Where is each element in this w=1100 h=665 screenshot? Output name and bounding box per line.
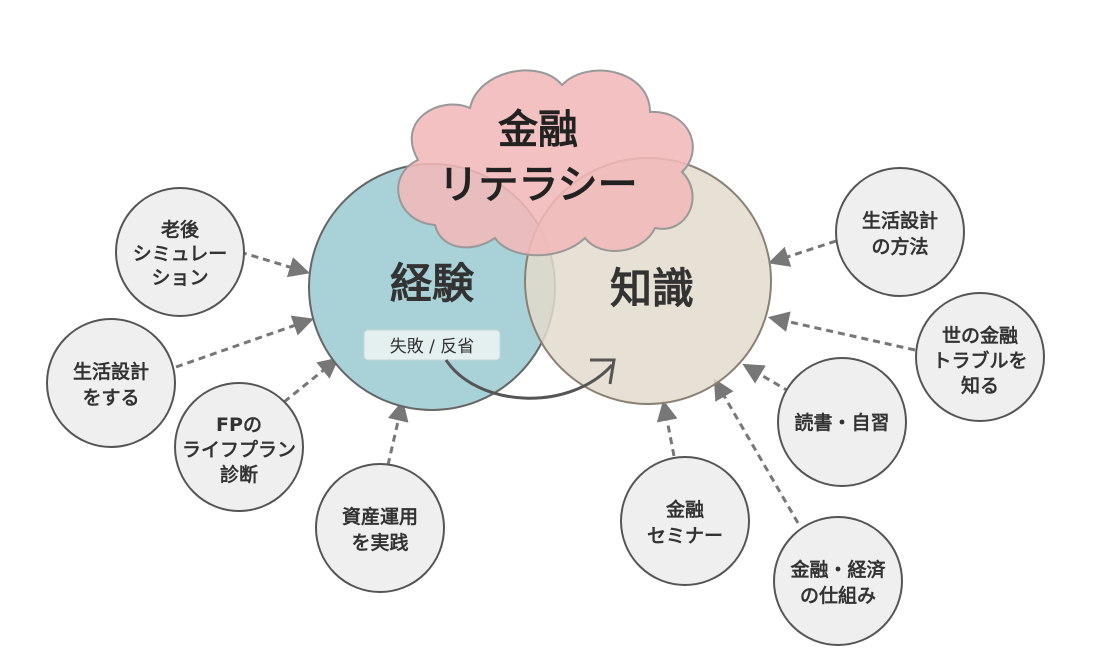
arrow-shisan-unyou — [386, 399, 409, 466]
node-trouble-line2: トラブルを — [932, 349, 1027, 372]
arrow-dokusho — [742, 363, 791, 394]
node-shikumi-line1: 金融・経済 — [789, 558, 886, 581]
literacy-cloud — [397, 69, 694, 257]
cycle-arrow — [444, 359, 614, 400]
node-shisan-unyou-line1: 資産運用 — [342, 505, 418, 528]
cycle-tag-box — [363, 329, 501, 361]
node-seikatsu-sekkei-suru-circle — [46, 318, 176, 448]
arrow-rougo — [239, 250, 311, 278]
node-rougo-line1: 老後 — [161, 218, 200, 241]
experience-label: 経験 — [390, 259, 475, 308]
cloud-title-line2: リテラシー — [438, 162, 637, 208]
node-shikumi: 金融・経済 の仕組み — [773, 516, 903, 646]
node-seikatsu-houhou: 生活設計 の方法 — [835, 167, 965, 297]
node-dokusho-line1: 読書・自習 — [794, 411, 889, 434]
knowledge-label: 知識 — [610, 264, 694, 313]
node-seikatsu-houhou-circle — [835, 167, 965, 297]
arrow-shikumi — [713, 378, 800, 524]
node-rougo-circle — [115, 187, 245, 317]
node-seminar-line2: セミナー — [647, 525, 723, 547]
node-seminar-circle — [620, 456, 750, 586]
arrow-seminar — [656, 399, 678, 457]
node-seikatsu-sekkei-suru-line1: 生活設計 — [73, 360, 149, 383]
cloud-title-line1: 金融 — [497, 107, 578, 153]
node-rougo-line2: シミュレー — [133, 243, 228, 265]
node-shisan-unyou: 資産運用 を実践 — [315, 463, 445, 593]
arrow-seikatsu-houhou — [768, 239, 837, 267]
node-trouble-line1: 世の金融 — [942, 324, 1018, 347]
cycle-tag: 失敗 / 反省 — [390, 337, 475, 357]
node-fp: FPの ライフプラン 診断 — [174, 382, 304, 512]
node-seikatsu-houhou-line2: の方法 — [871, 235, 928, 258]
connector-arrows — [175, 239, 916, 524]
cycle-arrow-head — [590, 358, 616, 385]
node-trouble-line3: 知る — [961, 374, 999, 397]
arrow-seikatsu-sekkei-suru — [175, 315, 314, 369]
arrow-fp — [283, 357, 340, 404]
node-rougo: 老後 シミュレー ション — [115, 187, 245, 317]
node-seikatsu-sekkei-suru-line2: をする — [82, 387, 139, 409]
node-rougo-line3: ション — [151, 267, 208, 289]
node-seikatsu-houhou-line1: 生活設計 — [862, 209, 938, 232]
node-fp-line2: ライフプラン — [182, 438, 296, 461]
node-seminar: 金融 セミナー — [620, 456, 750, 586]
node-seminar-line1: 金融 — [665, 498, 704, 521]
node-fp-line1: FPの — [216, 414, 262, 436]
node-shikumi-line2: の仕組み — [800, 584, 876, 607]
node-shisan-unyou-circle — [315, 463, 445, 593]
node-shikumi-circle — [773, 516, 903, 646]
arrow-trouble — [767, 311, 916, 352]
node-trouble-circle — [915, 292, 1045, 422]
node-shisan-unyou-line2: を実践 — [351, 531, 408, 554]
node-fp-circle — [174, 382, 304, 512]
node-dokusho: 読書・自習 — [777, 357, 907, 487]
node-dokusho-circle — [777, 357, 907, 487]
node-trouble: 世の金融 トラブルを 知る — [915, 292, 1045, 422]
node-fp-line3: 診断 — [220, 463, 258, 486]
node-seikatsu-sekkei-suru: 生活設計 をする — [46, 318, 176, 448]
